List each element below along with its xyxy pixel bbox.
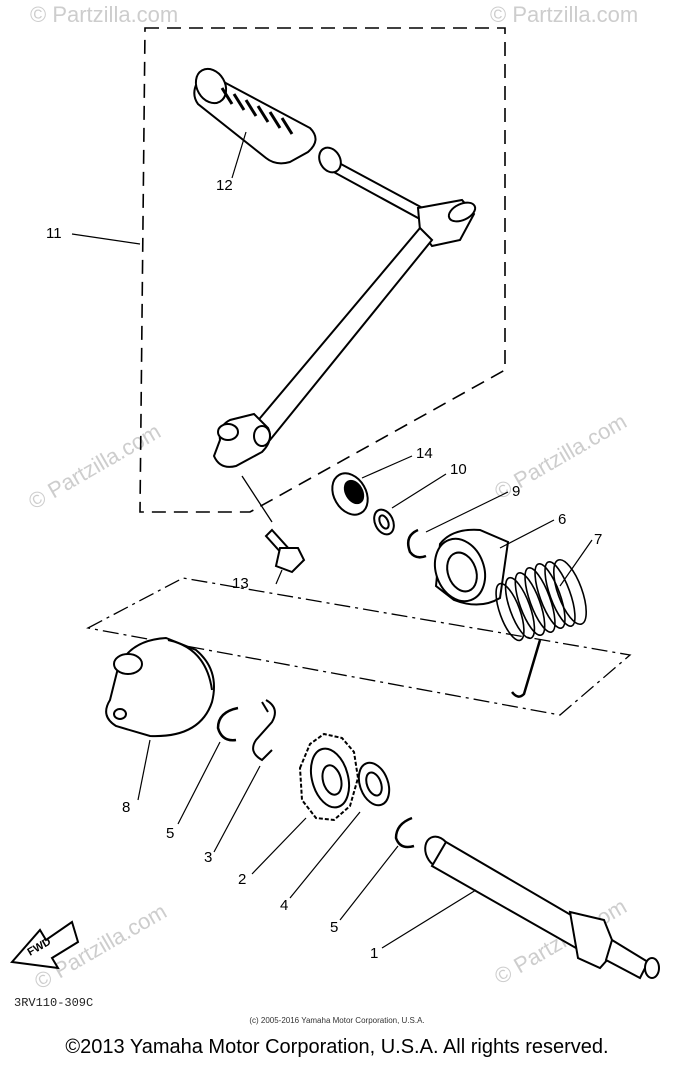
- kick-gear: [298, 732, 360, 822]
- callout-5-right: 5: [330, 919, 338, 936]
- kick-axle-assembly-box: [86, 577, 632, 716]
- callout-6: 6: [558, 511, 566, 528]
- fwd-arrow: FWD: [10, 920, 80, 970]
- callouts: 12 11 14 10 9 6 7 13 8 5 3 2 4 5 1: [46, 177, 602, 962]
- leader-lines: [71, 131, 593, 949]
- torsion-spring: [495, 558, 587, 698]
- callout-8: 8: [122, 799, 130, 816]
- kick-arm-lever: [212, 146, 477, 468]
- circlip-9: [407, 528, 427, 559]
- kick-arm-assembly-box: [139, 27, 506, 513]
- callout-11: 11: [46, 225, 62, 242]
- spring-guide: [433, 528, 510, 606]
- footer-copyright: ©2013 Yamaha Motor Corporation, U.S.A. A…: [65, 1036, 609, 1058]
- callout-13: 13: [232, 575, 249, 592]
- circlip-5-left: [216, 706, 239, 742]
- watermark-mid-left: © Partzilla.com: [24, 419, 165, 515]
- washer-4: [357, 761, 391, 807]
- spring-clip: [252, 699, 276, 762]
- washer-10: [373, 508, 395, 536]
- callout-5-left: 5: [166, 825, 174, 842]
- kick-clip: [105, 636, 215, 738]
- callout-10: 10: [450, 461, 467, 478]
- callout-3: 3: [204, 849, 212, 866]
- kick-grip: [193, 67, 317, 165]
- diagram-ref-code: 3RV110-309C: [14, 996, 93, 1010]
- callout-7: 7: [594, 531, 602, 548]
- watermark-top-left: © Partzilla.com: [30, 2, 178, 27]
- callout-9: 9: [512, 483, 520, 500]
- callout-1: 1: [370, 945, 378, 962]
- callout-4: 4: [280, 897, 288, 914]
- callout-14: 14: [416, 445, 433, 462]
- oil-seal: [331, 472, 369, 516]
- kick-arm-bolt: [241, 475, 306, 574]
- small-copyright: (c) 2005-2016 Yamaha Motor Corporation, …: [249, 1016, 425, 1025]
- watermark-top-right: © Partzilla.com: [490, 2, 638, 27]
- kick-axle: [424, 835, 660, 980]
- callout-12: 12: [216, 177, 233, 194]
- circlip-5-right: [394, 816, 415, 849]
- callout-2: 2: [238, 871, 246, 888]
